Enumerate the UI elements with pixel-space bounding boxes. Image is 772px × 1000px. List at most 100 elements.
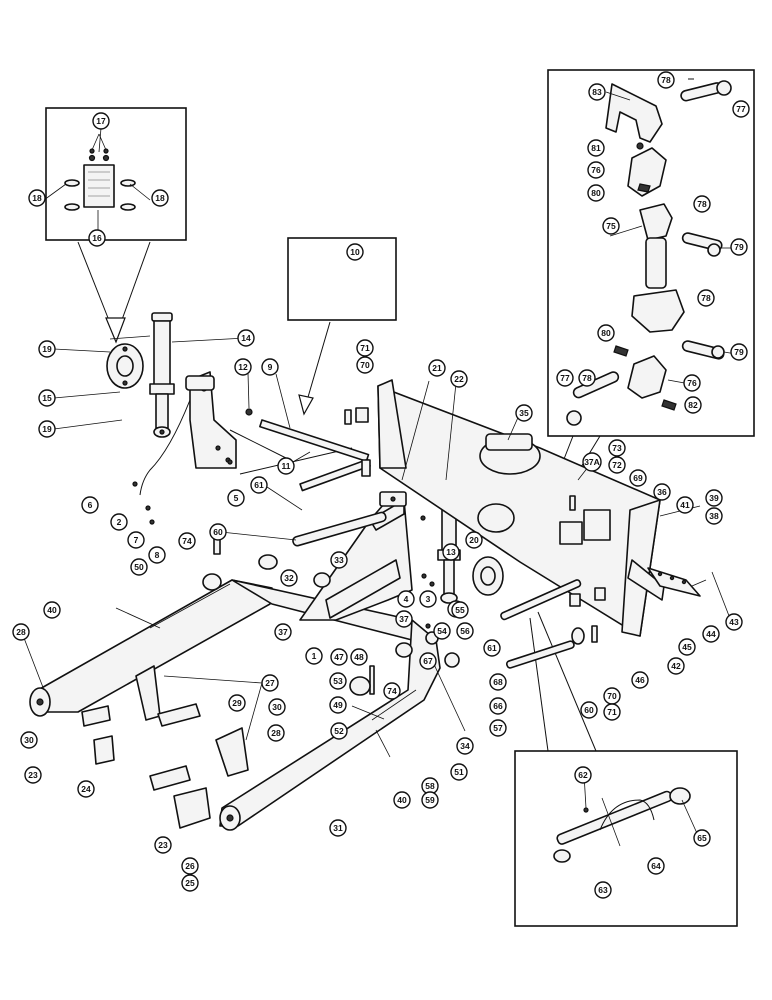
callout-47: 47 (330, 648, 348, 666)
callout-6: 6 (81, 496, 99, 514)
callout-26: 26 (181, 857, 199, 875)
callout-circle (705, 489, 723, 507)
callout-79: 79 (730, 343, 748, 361)
callout-number: 40 (47, 605, 57, 615)
callout-circle (277, 457, 295, 475)
callout-37A: 37A (582, 452, 602, 472)
callout-74: 74 (383, 682, 401, 700)
callout-circle (667, 657, 685, 675)
callout-circle (127, 531, 145, 549)
callout-28: 28 (267, 724, 285, 742)
callout-62: 62 (574, 766, 592, 784)
callout-78: 78 (693, 195, 711, 213)
callout-number: 34 (460, 741, 470, 751)
callout-number: 66 (493, 701, 503, 711)
callout-circle (88, 229, 106, 247)
callout-24: 24 (77, 780, 95, 798)
callout-circle (38, 420, 56, 438)
callout-circle (587, 139, 605, 157)
callout-circle (653, 483, 671, 501)
callout-83: 83 (588, 83, 606, 101)
callout-circle (81, 496, 99, 514)
callout-circle (647, 857, 665, 875)
callout-circle (421, 791, 439, 809)
callout-19: 19 (38, 420, 56, 438)
callout-circle (12, 623, 30, 641)
callout-number: 68 (493, 677, 503, 687)
callout-number: 29 (232, 698, 242, 708)
callout-7: 7 (127, 531, 145, 549)
dozer-blade (377, 379, 661, 637)
callout-circle (730, 238, 748, 256)
callout-number: 57 (493, 723, 503, 733)
callout-27: 27 (261, 674, 279, 692)
callout-57: 57 (489, 719, 507, 737)
callout-40: 40 (43, 601, 61, 619)
cylinder-mount-bracket (185, 371, 237, 469)
callout-circle (330, 551, 348, 569)
callout-37: 37 (395, 610, 413, 628)
callout-circle (268, 698, 286, 716)
tilt-link-inset-parts (553, 787, 691, 863)
callout-circle (693, 829, 711, 847)
callout-number: 32 (284, 573, 294, 583)
callout-circle (602, 217, 620, 235)
inset-box-cylinder-fitting (45, 107, 187, 241)
callout-18: 18 (151, 189, 169, 207)
callout-number: 80 (601, 328, 611, 338)
callout-circle (582, 452, 602, 472)
callout-number: 26 (185, 861, 195, 871)
callout-circle (580, 701, 598, 719)
callout-circle (456, 737, 474, 755)
callout-61: 61 (250, 476, 268, 494)
callout-circle (594, 881, 612, 899)
callout-circle (489, 697, 507, 715)
callout-number: 2 (117, 517, 122, 527)
callout-circle (732, 100, 750, 118)
callout-number: 75 (606, 221, 616, 231)
callout-circle (433, 622, 451, 640)
callout-circle (330, 648, 348, 666)
pointer-arrow-nut-inset (298, 321, 331, 416)
callout-number: 23 (158, 840, 168, 850)
callout-4: 4 (397, 590, 415, 608)
callout-78: 78 (697, 289, 715, 307)
callout-circle (261, 358, 279, 376)
callout-number: 15 (42, 393, 52, 403)
callout-36: 36 (653, 483, 671, 501)
callout-13: 13 (442, 543, 460, 561)
callout-number: 78 (661, 75, 671, 85)
callout-circle (356, 339, 374, 357)
callout-number: 16 (92, 233, 102, 243)
callout-circle (419, 652, 437, 670)
callout-number: 28 (271, 728, 281, 738)
callout-48: 48 (350, 648, 368, 666)
callout-circle (631, 671, 649, 689)
callout-number: 58 (425, 781, 435, 791)
callout-number: 67 (423, 656, 433, 666)
callout-8: 8 (148, 546, 166, 564)
callout-circle (43, 601, 61, 619)
callout-number: 50 (134, 562, 144, 572)
callout-circle (705, 507, 723, 525)
callout-circle (38, 389, 56, 407)
callout-circle (556, 369, 574, 387)
callout-64: 64 (647, 857, 665, 875)
callout-number: 31 (333, 823, 343, 833)
callout-circle (209, 523, 227, 541)
tilt-link-right (500, 579, 585, 669)
callout-number: 47 (334, 652, 344, 662)
callout-number: 25 (185, 878, 195, 888)
cutting-edge (627, 559, 701, 601)
callout-3: 3 (419, 590, 437, 608)
callout-1: 1 (305, 647, 323, 665)
callout-number: 78 (582, 373, 592, 383)
callout-number: 22 (454, 374, 464, 384)
callout-number: 74 (387, 686, 397, 696)
callout-number: 82 (688, 400, 698, 410)
callout-75: 75 (602, 217, 620, 235)
callout-number: 6 (88, 500, 93, 510)
callout-11: 11 (277, 457, 295, 475)
callout-number: 9 (268, 362, 273, 372)
